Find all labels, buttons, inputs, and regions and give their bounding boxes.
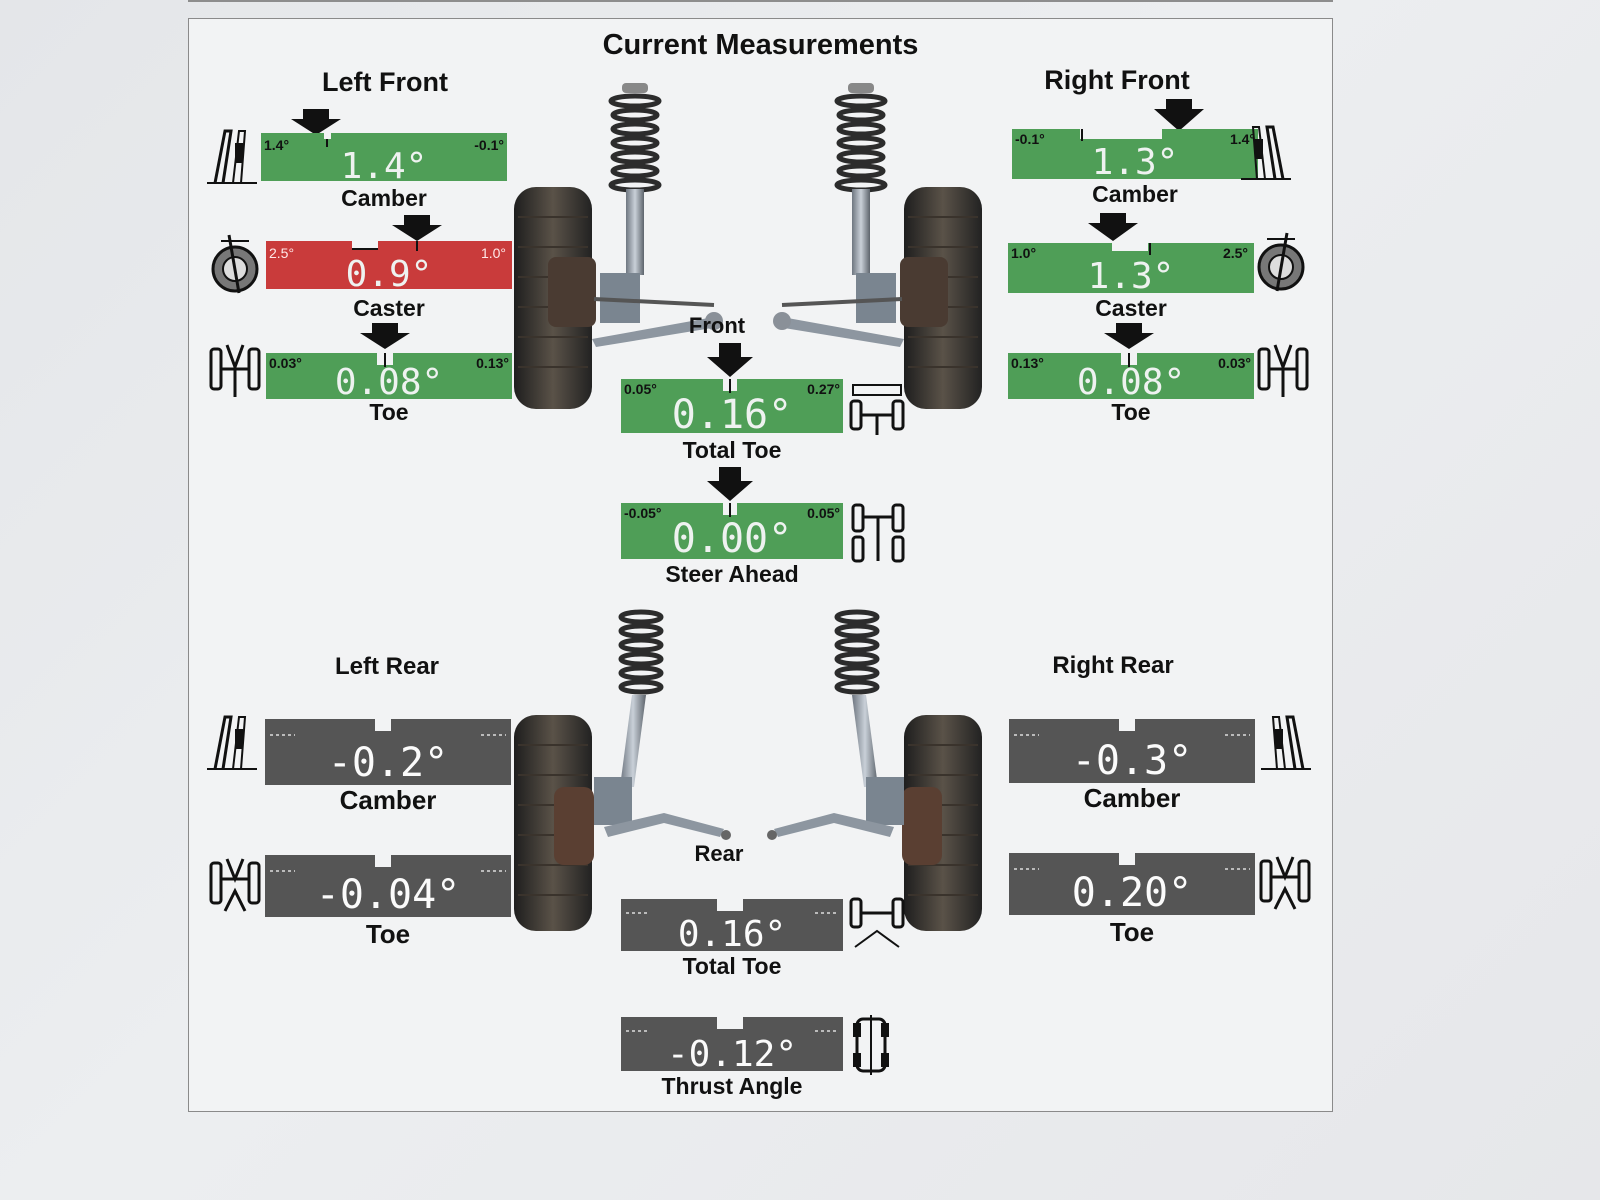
lf-toe-value: 0.08°	[334, 362, 444, 403]
thrust-angle-icon	[853, 1015, 889, 1075]
thrust-angle-gauge: -0.12°	[621, 1017, 843, 1073]
rf-caster-value: 1.3°	[1087, 256, 1175, 297]
front-label: Front	[688, 313, 746, 338]
rear-total-toe-value: 0.16°	[677, 914, 787, 955]
rf-toe-label: Toe	[1111, 399, 1151, 425]
camber-icon	[207, 129, 257, 184]
rr-camber-value: -0.3°	[1071, 738, 1193, 784]
alignment-report: Current Measurements Left Front Right Fr…	[188, 18, 1333, 1112]
rf-toe-gauge: 0.13° 0.03° 0.08°	[1008, 323, 1254, 403]
rr-camber-label: Camber	[1083, 783, 1181, 813]
rf-toe-max: 0.03°	[1218, 355, 1251, 371]
camber-icon	[1241, 125, 1291, 180]
steer-ahead-label: Steer Ahead	[665, 561, 799, 587]
lr-camber-label: Camber	[339, 785, 437, 815]
steer-ahead-min: -0.05°	[624, 505, 662, 521]
front-suspension-image	[514, 83, 982, 409]
rf-caster-min: 1.0°	[1011, 245, 1037, 261]
toe-icon	[1259, 856, 1311, 910]
rr-camber-gauge: -0.3°	[1009, 719, 1255, 783]
lf-caster-label: Caster	[353, 295, 425, 321]
lf-camber-label: Camber	[341, 185, 427, 211]
rear-suspension-image	[514, 609, 982, 931]
rf-camber-label: Camber	[1092, 181, 1178, 207]
total-toe-icon	[849, 384, 905, 435]
lf-caster-gauge: 2.5° 1.0° 0.9°	[266, 215, 512, 295]
front-total-toe-label: Total Toe	[682, 437, 782, 463]
steer-ahead-gauge: -0.05° 0.05° 0.00°	[621, 467, 843, 561]
toe-icon	[1257, 344, 1309, 397]
lf-camber-min: 1.4°	[264, 137, 290, 153]
left-front-header: Left Front	[322, 67, 448, 97]
rear-label: Rear	[694, 841, 744, 866]
rear-total-toe-gauge: 0.16°	[621, 899, 843, 953]
rear-total-toe-label: Total Toe	[682, 953, 782, 979]
steer-ahead-value: 0.00°	[671, 516, 793, 562]
lf-caster-min: 2.5°	[269, 245, 295, 261]
total-toe-icon	[849, 897, 905, 948]
toe-icon	[209, 858, 261, 912]
rr-toe-value: 0.20°	[1071, 870, 1193, 916]
front-total-toe-value: 0.16°	[671, 392, 793, 438]
rf-caster-label: Caster	[1095, 295, 1167, 321]
thrust-angle-label: Thrust Angle	[661, 1073, 803, 1099]
left-rear-header: Left Rear	[334, 653, 440, 680]
toe-icon	[209, 344, 261, 397]
lf-toe-max: 0.13°	[476, 355, 509, 371]
rf-toe-value: 0.08°	[1076, 362, 1186, 403]
steer-ahead-icon	[851, 503, 905, 563]
lf-camber-value: 1.4°	[340, 146, 428, 187]
lr-toe-label: Toe	[365, 919, 411, 949]
thrust-angle-value: -0.12°	[666, 1034, 798, 1075]
page-title: Current Measurements	[602, 29, 919, 61]
lf-caster-max: 1.0°	[480, 245, 506, 261]
caster-icon	[211, 234, 259, 294]
right-front-header: Right Front	[1044, 65, 1190, 95]
camber-icon	[207, 715, 257, 770]
rf-camber-max: 1.4°	[1229, 131, 1255, 147]
caster-icon	[1257, 232, 1305, 292]
rf-caster-max: 2.5°	[1222, 245, 1248, 261]
lf-toe-label: Toe	[369, 399, 409, 425]
rf-toe-min: 0.13°	[1011, 355, 1044, 371]
rr-toe-gauge: 0.20°	[1009, 853, 1255, 919]
lf-toe-min: 0.03°	[269, 355, 302, 371]
rf-camber-value: 1.3°	[1091, 142, 1179, 183]
rr-toe-label: Toe	[1109, 917, 1155, 947]
rf-camber-gauge: -0.1° 1.4° 1.3°	[1012, 99, 1258, 183]
lr-toe-gauge: -0.04°	[265, 855, 511, 921]
lf-caster-value: 0.9°	[345, 254, 433, 295]
rf-camber-min: -0.1°	[1015, 131, 1045, 147]
front-total-toe-gauge: 0.05° 0.27° 0.16°	[621, 343, 843, 437]
lf-camber-gauge: 1.4° -0.1° 1.4°	[261, 103, 507, 187]
lf-camber-max: -0.1°	[474, 137, 504, 153]
front-total-toe-min: 0.05°	[624, 381, 657, 397]
rf-caster-gauge: 1.0° 2.5° 1.3°	[1008, 213, 1254, 297]
page-edge-line	[188, 0, 1333, 2]
lr-toe-value: -0.04°	[315, 872, 461, 918]
lr-camber-gauge: -0.2°	[265, 719, 511, 785]
right-rear-header: Right Rear	[1052, 652, 1174, 679]
steer-ahead-max: 0.05°	[807, 505, 840, 521]
camber-icon	[1261, 715, 1311, 770]
lf-toe-gauge: 0.03° 0.13° 0.08°	[266, 323, 512, 403]
front-total-toe-max: 0.27°	[807, 381, 840, 397]
lr-camber-value: -0.2°	[327, 740, 449, 786]
